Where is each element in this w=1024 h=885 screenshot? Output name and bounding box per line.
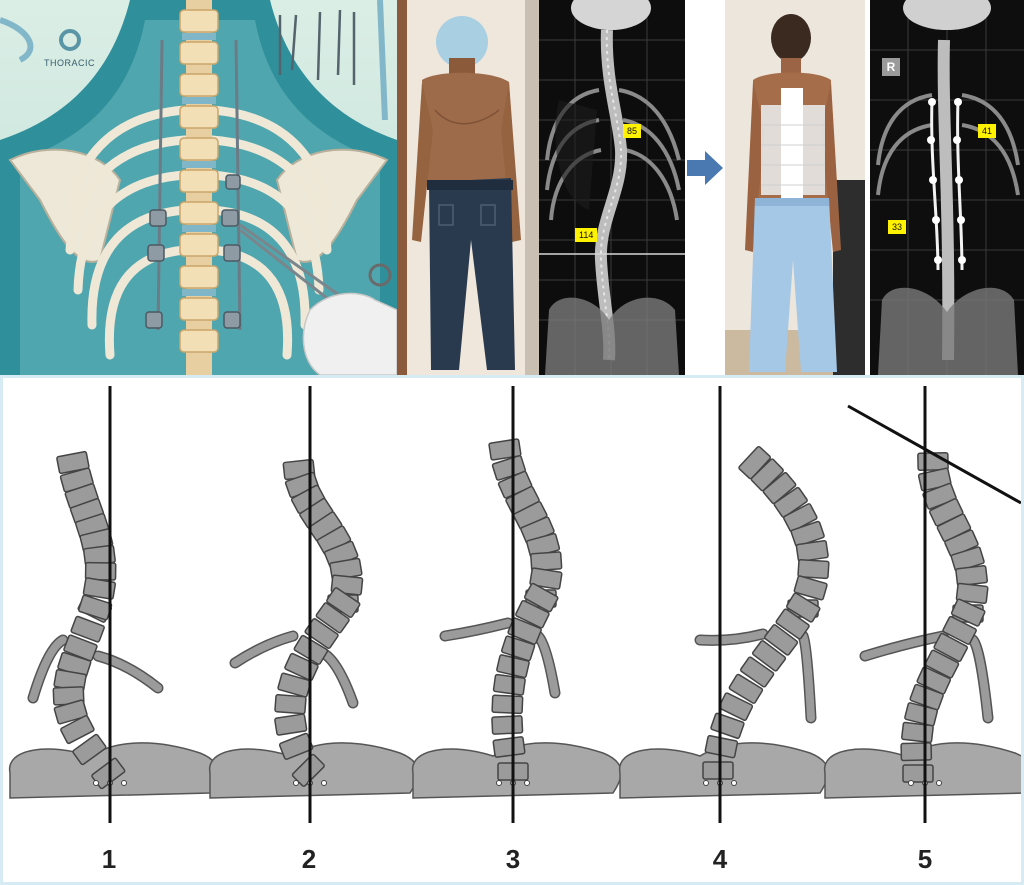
sacral-dot-4-3 xyxy=(731,780,737,786)
sacral-dot-1-3 xyxy=(121,780,127,786)
vertebra-5-19 xyxy=(900,742,933,762)
vertebra-1-9 xyxy=(82,577,117,600)
vertebra-3-14 xyxy=(500,635,536,662)
rib-5-2 xyxy=(969,636,992,722)
vertebra-3-12 xyxy=(515,599,550,629)
patient-before-photo xyxy=(397,0,539,375)
curve-label-5: 5 xyxy=(917,844,933,874)
rib-1-2 xyxy=(94,652,162,692)
vertebra-4-9 xyxy=(793,575,828,601)
illustration-panel: THORACIC xyxy=(0,0,397,375)
orientation-marker: R xyxy=(882,58,900,76)
vertebra-3-9 xyxy=(529,567,563,590)
curve-types-diagram: 1 2 3 4 5 xyxy=(0,375,1024,885)
vertebra-1-19 xyxy=(72,733,107,766)
sacral-dot-5-3 xyxy=(936,780,942,786)
thoracic-label: THORACIC xyxy=(44,58,95,68)
spine-illustration xyxy=(0,0,397,375)
vertebra-2-11 xyxy=(326,587,361,618)
vertebra-4-12 xyxy=(775,608,810,640)
angle-tag-114: 114 xyxy=(575,228,598,242)
vertebra-3-19 xyxy=(492,736,526,758)
vertebra-5-11 xyxy=(950,598,986,627)
rib-4-2 xyxy=(799,632,815,722)
vertebra-4-17 xyxy=(718,692,754,721)
sacral-dot-5-1 xyxy=(908,780,914,786)
vertebra-2-12 xyxy=(315,602,350,634)
vertebra-3-13 xyxy=(507,617,542,645)
curve-label-2: 2 xyxy=(301,844,317,874)
vertebra-5-12 xyxy=(942,615,977,645)
vertebra-4-7 xyxy=(795,539,829,563)
vertebra-4-3 xyxy=(762,472,797,505)
vertebra-1-18 xyxy=(60,715,95,745)
vertebra-4-2 xyxy=(750,458,784,492)
vertebra-1-1 xyxy=(56,450,90,475)
patient-after-photo xyxy=(725,0,865,375)
spinal-rods xyxy=(930,99,964,271)
vertebra-3-16 xyxy=(492,673,526,696)
rib-5-1 xyxy=(861,632,947,660)
vertebra-1-13 xyxy=(63,634,98,662)
vertebra-4-13 xyxy=(764,624,799,656)
sacral-dot-1-1 xyxy=(93,780,99,786)
surgical-instrument-icon xyxy=(278,9,356,85)
vertebra-5-20 xyxy=(902,764,934,783)
rib-2-1 xyxy=(231,632,297,667)
vertebra-4-20 xyxy=(702,761,734,780)
sacral-dot-3-1 xyxy=(496,780,502,786)
xray-after: R 41 33 xyxy=(870,0,1024,375)
vertebra-4-5 xyxy=(783,503,818,533)
vertebra-4-11 xyxy=(786,592,821,623)
vertebra-5-17 xyxy=(904,702,939,727)
vertebra-4-15 xyxy=(740,656,775,688)
vertebra-4-4 xyxy=(773,486,808,518)
spine-column xyxy=(179,0,219,375)
vertebra-5-14 xyxy=(924,649,960,679)
rib-3-2 xyxy=(534,632,559,697)
vertebra-5-13 xyxy=(933,632,968,663)
angle-tag-41: 41 xyxy=(978,124,997,138)
vertebra-3-18 xyxy=(491,715,524,735)
rib-3-1 xyxy=(441,619,512,640)
sacral-dot-4-1 xyxy=(703,780,709,786)
vertebra-1-17 xyxy=(53,699,88,725)
vertebra-3-17 xyxy=(491,694,524,715)
sacral-dot-2-3 xyxy=(321,780,327,786)
xray-before: 85 114 xyxy=(539,0,685,375)
vertebra-5-18 xyxy=(901,721,934,744)
sacral-dot-2-1 xyxy=(293,780,299,786)
vertebra-2-18 xyxy=(274,713,308,736)
vertebra-4-6 xyxy=(790,520,825,547)
rib-4-1 xyxy=(696,630,767,645)
vertebra-3-11 xyxy=(523,582,559,613)
curve-label-3: 3 xyxy=(505,844,521,874)
curve-label-4: 4 xyxy=(712,844,728,874)
rib-1-1 xyxy=(29,636,67,702)
curve-diagram-svg xyxy=(9,386,1021,823)
curve-label-1: 1 xyxy=(101,844,117,874)
vertebra-4-14 xyxy=(751,640,787,672)
vertebra-5-9 xyxy=(955,582,989,605)
angle-tag-85: 85 xyxy=(623,124,642,138)
vertebra-2-17 xyxy=(274,694,307,715)
vertebra-4-16 xyxy=(728,673,764,704)
sacral-dot-3-3 xyxy=(524,780,530,786)
vertebra-4-8 xyxy=(797,558,830,580)
arrow-right-icon xyxy=(685,148,725,188)
angle-tag-33: 33 xyxy=(888,220,907,234)
tilt-line-5 xyxy=(847,404,1021,505)
vertebra-1-12 xyxy=(70,615,105,643)
